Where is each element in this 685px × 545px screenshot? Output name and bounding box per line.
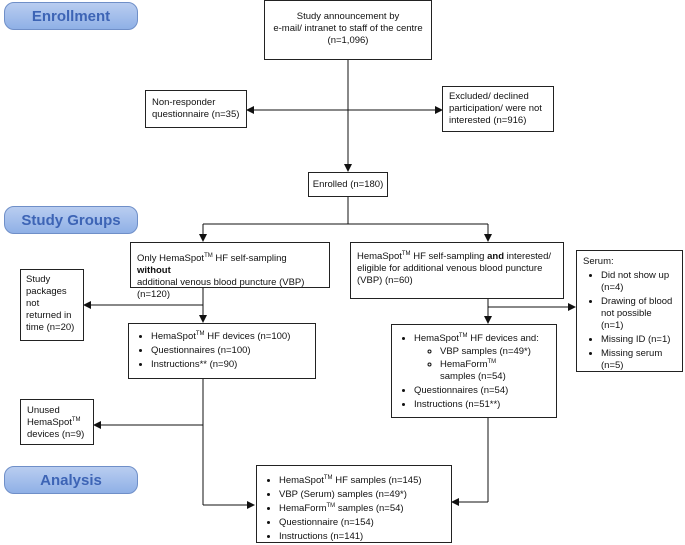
- group-vbp-post: interested/: [504, 251, 552, 262]
- list-item: Instructions (n=51**): [414, 399, 550, 411]
- analysis-item3-tm: TM: [326, 502, 336, 509]
- group-vbp-box: HemaSpotTM HF self-sampling and interest…: [350, 242, 564, 299]
- not-returned-line3: not: [26, 298, 40, 309]
- list-item: Instructions** (n=90): [151, 359, 309, 371]
- left-item1-tm: TM: [195, 330, 205, 337]
- section-enrollment: Enrollment: [4, 2, 138, 30]
- analysis-list: HemaSpotTM HF samples (n=145) VBP (Serum…: [263, 475, 445, 543]
- excluded-line1: Excluded/ declined: [449, 91, 529, 102]
- nonresponder-line1: Non-responder: [152, 97, 216, 108]
- section-analysis-label: Analysis: [40, 471, 102, 489]
- unused-line2-tm: TM: [71, 416, 81, 423]
- group-only-line1: Only HemaSpotTM HF self-sampling without: [137, 253, 323, 277]
- analysis-item3-pre: HemaForm: [279, 503, 327, 514]
- group-only-line2: additional venous blood puncture (VBP) (…: [137, 277, 305, 300]
- analysis-item1-tm: TM: [323, 474, 333, 481]
- not-returned-box: Study packages not returned in time (n=2…: [20, 269, 84, 341]
- group-only-tm: TM: [204, 252, 213, 259]
- section-analysis: Analysis: [4, 466, 138, 494]
- nonresponder-box: Non-responder questionnaire (n=35): [145, 90, 247, 128]
- section-study-groups: Study Groups: [4, 206, 138, 234]
- list-item: Did not show up(n=4): [601, 270, 676, 294]
- serum-item2b: not possible: [601, 308, 652, 319]
- right-items-box: HemaSpotTM HF devices and: VBP samples (…: [391, 324, 557, 418]
- serum-item2c: (n=1): [601, 320, 624, 331]
- list-item: HemaFormTM samples (n=54): [440, 359, 550, 383]
- group-vbp-mid: HF self-sampling: [410, 251, 488, 262]
- section-enrollment-label: Enrollment: [31, 7, 111, 25]
- serum-item4a: Missing serum: [601, 348, 663, 359]
- group-vbp-line3: (VBP) (n=60): [357, 275, 413, 286]
- enrolled-box: Enrolled (n=180): [308, 172, 388, 197]
- left-items-box: HemaSpotTM HF devices (n=100) Questionna…: [128, 323, 316, 379]
- list-item: Missing serum(n=5): [601, 348, 676, 372]
- excluded-line3: interested (n=916): [449, 115, 527, 126]
- group-only-bold: without: [137, 265, 171, 276]
- list-item: Questionnaire (n=154): [279, 517, 445, 529]
- unused-line2-pre: HemaSpot: [27, 417, 72, 428]
- list-item: Questionnaires (n=100): [151, 345, 309, 357]
- excluded-box: Excluded/ declined participation/ were n…: [442, 86, 554, 132]
- analysis-item3-post: samples (n=54): [335, 503, 404, 514]
- nonresponder-line2: questionnaire (n=35): [152, 109, 240, 120]
- serum-item1b: (n=4): [601, 282, 624, 293]
- announcement-box: Study announcement by e-mail/ intranet t…: [264, 0, 432, 60]
- right-item1-tm: TM: [458, 332, 468, 339]
- unused-line2: HemaSpotTM: [27, 417, 87, 429]
- group-vbp-tm: TM: [401, 250, 411, 257]
- list-item: HemaSpotTM HF samples (n=145): [279, 475, 445, 487]
- excluded-line2: participation/ were not: [449, 103, 542, 114]
- list-item: HemaSpotTM HF devices and: VBP samples (…: [414, 333, 550, 383]
- right-sub2-tm: TM: [487, 358, 497, 365]
- list-item: Questionnaires (n=54): [414, 385, 550, 397]
- analysis-item1-post: HF samples (n=145): [332, 475, 422, 486]
- serum-item2a: Drawing of blood: [601, 296, 673, 307]
- left-items-list: HemaSpotTM HF devices (n=100) Questionna…: [135, 331, 309, 371]
- group-only-mid: HF self-sampling: [212, 253, 287, 264]
- right-item1-pre: HemaSpot: [414, 333, 459, 344]
- list-item: VBP (Serum) samples (n=49*): [279, 489, 445, 501]
- announcement-line3: (n=1,096): [327, 35, 369, 46]
- serum-item1a: Did not show up: [601, 270, 670, 281]
- not-returned-line5: time (n=20): [26, 322, 75, 333]
- group-vbp-bold: and: [487, 251, 505, 262]
- announcement-line2: e-mail/ intranet to staff of the centre: [273, 23, 423, 34]
- not-returned-line4: returned in: [26, 310, 72, 321]
- unused-box: Unused HemaSpotTM devices (n=9): [20, 399, 94, 445]
- list-item: HemaFormTM samples (n=54): [279, 503, 445, 515]
- announcement-line1: Study announcement by: [296, 11, 400, 22]
- serum-box: Serum: Did not show up(n=4) Drawing of b…: [576, 250, 683, 372]
- left-item1-pre: HemaSpot: [151, 331, 196, 342]
- section-study-groups-label: Study Groups: [21, 211, 121, 229]
- left-item1-post: HF devices (n=100): [204, 331, 291, 342]
- right-sub2-pre: HemaForm: [440, 359, 488, 370]
- list-item: Missing ID (n=1): [601, 334, 676, 346]
- group-vbp-pre: HemaSpot: [357, 251, 402, 262]
- right-sub2-line2: samples (n=54): [440, 371, 506, 382]
- serum-item4b: (n=5): [601, 360, 624, 371]
- enrolled-label: Enrolled (n=180): [312, 179, 384, 190]
- serum-list: Did not show up(n=4) Drawing of bloodnot…: [583, 270, 676, 372]
- right-items-sublist: VBP samples (n=49*) HemaFormTM samples (n…: [414, 346, 550, 383]
- not-returned-line1: Study: [26, 274, 51, 285]
- analysis-results-box: HemaSpotTM HF samples (n=145) VBP (Serum…: [256, 465, 452, 543]
- serum-title: Serum:: [583, 256, 614, 267]
- group-vbp-line2: eligible for additional venous blood pun…: [357, 263, 543, 274]
- group-only-box: Only HemaSpotTM HF self-sampling without…: [130, 242, 330, 300]
- right-items-list: HemaSpotTM HF devices and: VBP samples (…: [398, 333, 550, 411]
- list-item: VBP samples (n=49*): [440, 346, 550, 358]
- analysis-item1-pre: HemaSpot: [279, 475, 324, 486]
- list-item: Instructions (n=141): [279, 531, 445, 543]
- unused-line1: Unused: [27, 405, 60, 416]
- group-only-pre: Only HemaSpot: [137, 253, 205, 264]
- not-returned-line2: packages: [26, 286, 67, 297]
- group-vbp-line1: HemaSpotTM HF self-sampling and interest…: [357, 251, 557, 263]
- right-item1-post: HF devices and:: [467, 333, 539, 344]
- unused-line3: devices (n=9): [27, 429, 85, 440]
- list-item: HemaSpotTM HF devices (n=100): [151, 331, 309, 343]
